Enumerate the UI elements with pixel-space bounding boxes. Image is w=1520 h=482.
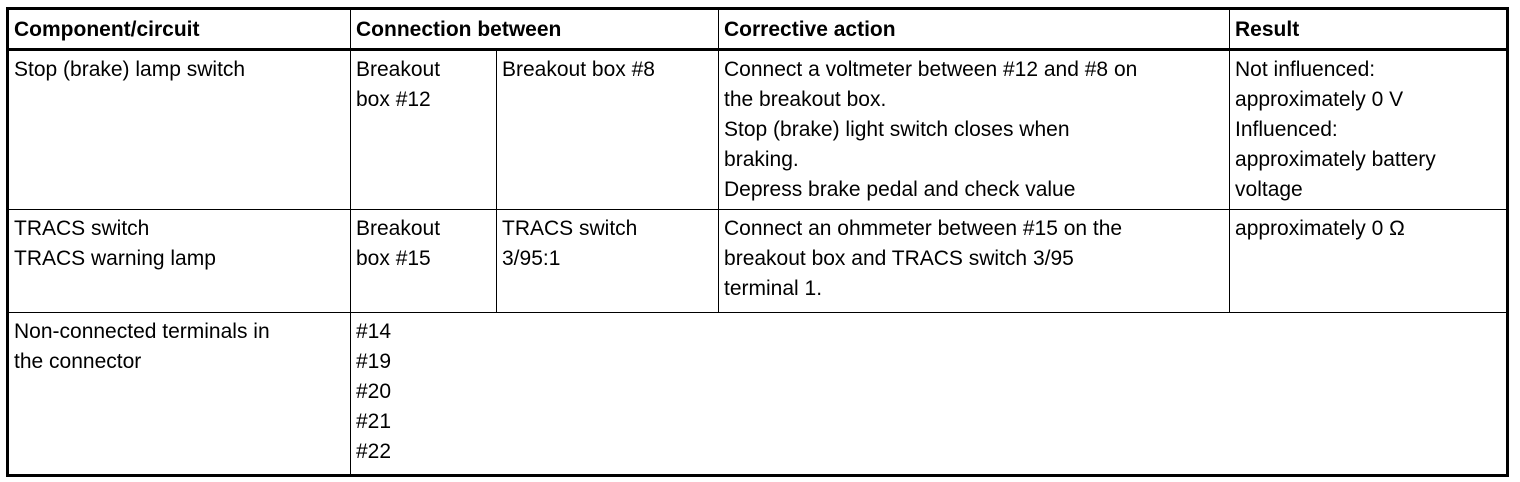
component-cell: Stop (brake) lamp switch	[7, 49, 351, 210]
connection-from-text: Breakout	[356, 58, 441, 81]
connection-to-cell: TRACS switch 3/95:1	[495, 209, 720, 313]
action-text: braking.	[724, 148, 799, 171]
table-row-tracs: TRACS switch TRACS warning lamp Breakout…	[7, 209, 1509, 313]
header-component: Component/circuit	[7, 8, 351, 51]
component-text: TRACS warning lamp	[14, 247, 216, 270]
connection-from-cell: Breakout box #12	[350, 49, 497, 210]
header-action: Corrective action	[718, 8, 1231, 51]
diagnostic-table: Component/circuit Connection between Cor…	[6, 7, 1510, 477]
terminals-cell: #14 #19 #20 #21 #22	[349, 312, 1509, 476]
header-connection: Connection between	[349, 8, 720, 51]
connection-to-text: Breakout box #8	[502, 58, 655, 81]
connection-from-cell: Breakout box #15	[350, 209, 497, 313]
action-text: Connect a voltmeter between #12 and #8 o…	[724, 58, 1138, 81]
connection-to-text: 3/95:1	[502, 247, 561, 270]
component-text: TRACS switch	[14, 217, 150, 240]
component-cell: Non-connected terminals in the connector	[7, 312, 351, 476]
action-text: breakout box and TRACS switch 3/95	[724, 247, 1074, 270]
terminal-number: #21	[356, 410, 392, 433]
result-text: approximately battery	[1235, 148, 1436, 171]
action-text: terminal 1.	[724, 277, 823, 300]
connection-to-cell: Breakout box #8	[495, 49, 720, 210]
action-text: the breakout box.	[724, 88, 887, 111]
result-cell: approximately 0 Ω	[1229, 209, 1509, 313]
result-text: Influenced:	[1235, 118, 1338, 141]
table-row-stop-lamp: Stop (brake) lamp switch Breakout box #1…	[7, 49, 1509, 210]
header-result: Result	[1229, 8, 1509, 51]
component-text: Stop (brake) lamp switch	[14, 58, 246, 81]
table-row-non-connected: Non-connected terminals in the connector…	[7, 312, 1509, 476]
result-text: approximately 0 Ω	[1235, 217, 1405, 240]
terminal-number: #22	[356, 440, 392, 463]
connection-from-text: Breakout	[356, 217, 441, 240]
result-text: voltage	[1235, 178, 1303, 201]
terminal-number: #14	[356, 320, 392, 343]
connection-from-text: box #12	[356, 88, 431, 111]
table-header-row: Component/circuit Connection between Cor…	[7, 8, 1509, 51]
connection-from-text: box #15	[356, 247, 431, 270]
result-text: approximately 0 V	[1235, 88, 1404, 111]
action-cell: Connect an ohmmeter between #15 on the b…	[718, 209, 1231, 313]
terminal-number: #19	[356, 350, 392, 373]
component-text: Non-connected terminals in	[14, 320, 270, 343]
action-text: Stop (brake) light switch closes when	[724, 118, 1070, 141]
action-text: Connect an ohmmeter between #15 on the	[724, 217, 1123, 240]
action-cell: Connect a voltmeter between #12 and #8 o…	[718, 49, 1231, 210]
connection-to-text: TRACS switch	[502, 217, 638, 240]
action-text: Depress brake pedal and check value	[724, 178, 1076, 201]
result-cell: Not influenced: approximately 0 V Influe…	[1229, 49, 1509, 210]
result-text: Not influenced:	[1235, 58, 1376, 81]
terminal-number: #20	[356, 380, 392, 403]
component-cell: TRACS switch TRACS warning lamp	[7, 209, 351, 313]
component-text: the connector	[14, 350, 142, 373]
